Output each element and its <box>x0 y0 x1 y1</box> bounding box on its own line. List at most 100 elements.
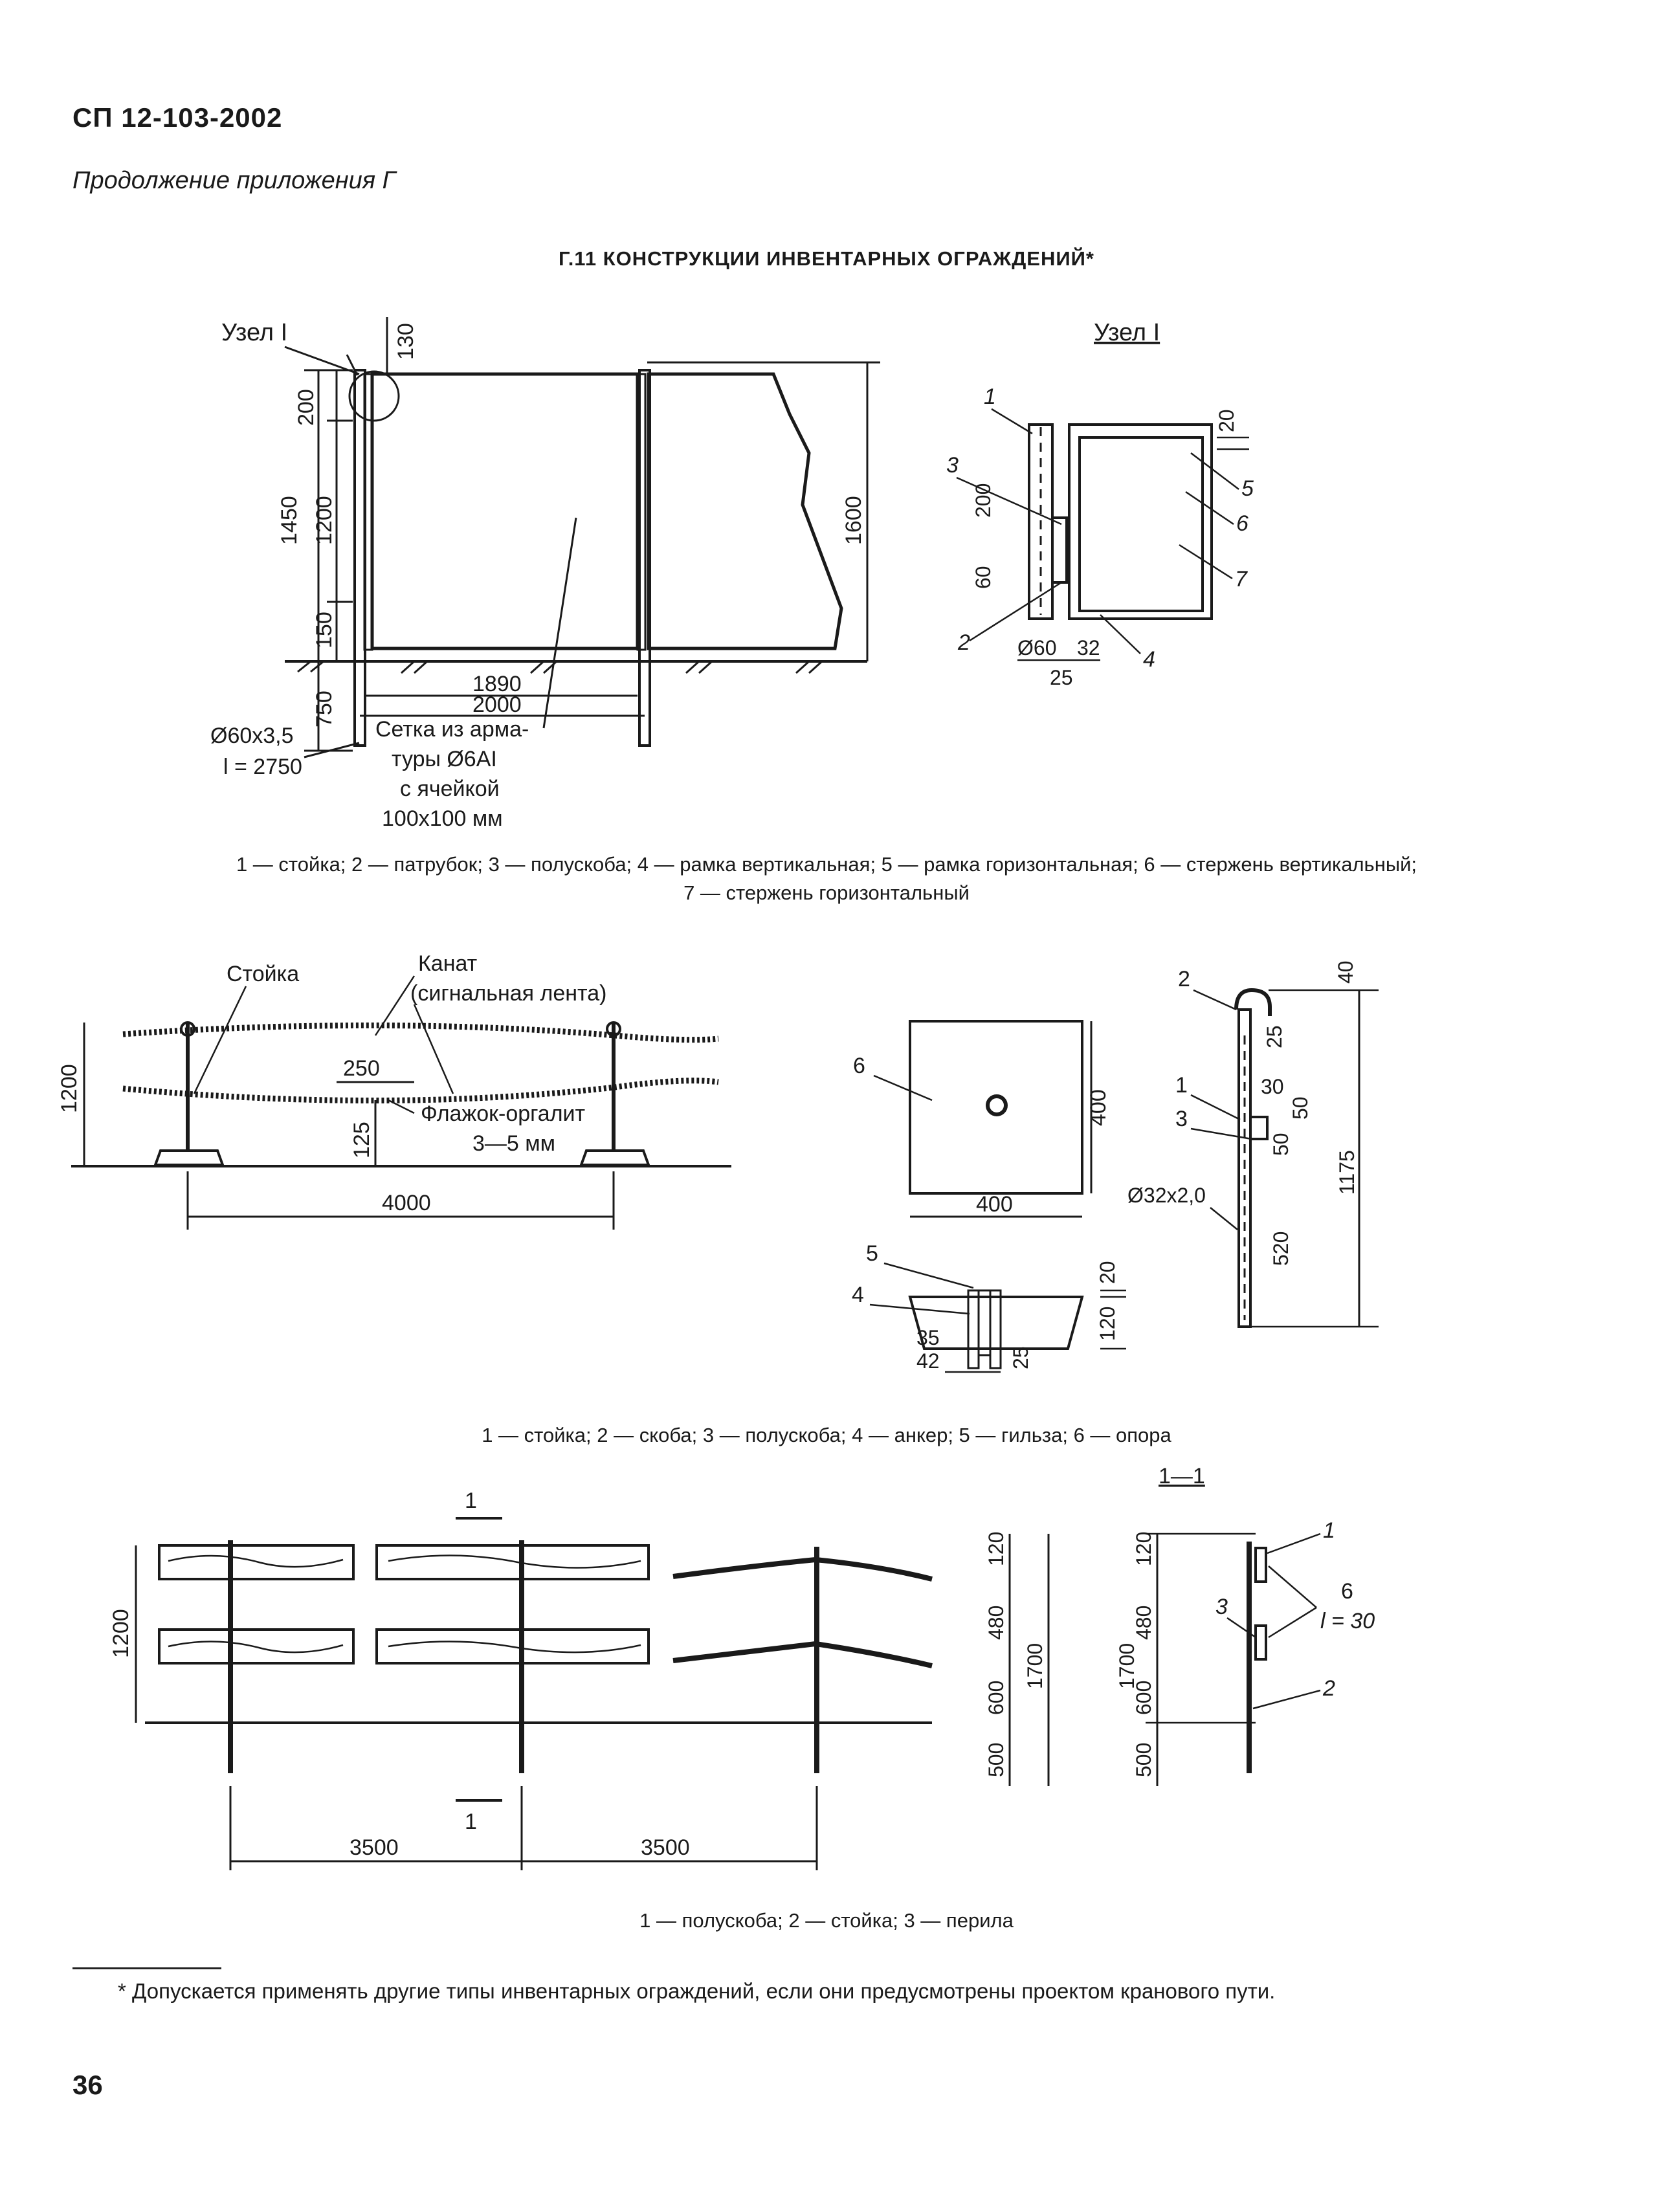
post-dim-30: 30 <box>1261 1075 1284 1098</box>
mesh-fence-elevation: Узел I 200 1450 1200 150 750 130 <box>210 317 880 831</box>
node-callout-6: 6 <box>1236 511 1248 536</box>
section-1-1: 1—1 120 480 600 500 1700 1 3 6 l = 30 2 <box>1115 1464 1375 1786</box>
post-dim-25: 25 <box>1263 1025 1286 1048</box>
support-plan: 6 400 400 <box>853 1020 1111 1218</box>
node-callout-2: 2 <box>957 630 970 655</box>
node-dim-25: 25 <box>1050 666 1073 689</box>
section-dim-42: 42 <box>916 1349 940 1373</box>
support-dim-400-h: 400 <box>976 1192 1013 1217</box>
node-callout-3: 3 <box>946 453 959 478</box>
flag-label-2: 3—5 мм <box>472 1131 555 1156</box>
section-dim-20: 20 <box>1096 1261 1119 1284</box>
post-callout-3: 3 <box>1175 1107 1188 1131</box>
sec-dim-500: 500 <box>1132 1743 1155 1777</box>
post-label: Стойка <box>227 962 299 986</box>
node-dim-diameter: Ø60 <box>1017 636 1056 659</box>
post-pipe-spec: Ø32х2,0 <box>1127 1184 1206 1207</box>
railing-dim-3500-b: 3500 <box>641 1835 690 1860</box>
mesh-note-1: Сетка из арма- <box>375 717 529 742</box>
railing-callout-1: 1 <box>1323 1518 1335 1543</box>
railing-callout-3: 3 <box>1215 1595 1228 1619</box>
dim-150: 150 <box>312 612 337 648</box>
pipe-spec: Ø60х3,5 <box>210 724 294 748</box>
rope-fence-elevation: Стойка Канат (сигнальная лента) Флажок-о… <box>57 951 731 1230</box>
support-dim-400-v: 400 <box>1086 1089 1111 1126</box>
dim-1890: 1890 <box>472 672 522 696</box>
railing-dim-1200: 1200 <box>109 1609 133 1658</box>
node-callout-7: 7 <box>1235 567 1248 592</box>
section-dim-35: 35 <box>916 1326 940 1349</box>
post-dim-520: 520 <box>1269 1232 1292 1266</box>
fig3-legend: 1 — полускоба; 2 — стойка; 3 — перила <box>639 1909 1014 1932</box>
section-title-1-1: 1—1 <box>1159 1464 1205 1488</box>
col-dim-500: 500 <box>984 1743 1008 1777</box>
dim-200: 200 <box>294 389 318 426</box>
post-callout-2: 2 <box>1178 967 1190 991</box>
sec-dim-1700: 1700 <box>1115 1643 1138 1689</box>
section-dim-25: 25 <box>1009 1346 1032 1369</box>
fig1-legend-line1: 1 — стойка; 2 — патрубок; 3 — полускоба;… <box>236 853 1417 876</box>
railing-dim-3500-a: 3500 <box>349 1835 399 1860</box>
node-dim-20: 20 <box>1215 409 1238 432</box>
node-title: Узел I <box>1094 319 1160 346</box>
post-detail: 2 1 3 40 25 30 50 50 1175 520 Ø32х2,0 <box>1127 960 1379 1328</box>
pipe-length: l = 2750 <box>223 755 302 779</box>
appendix-continuation: Продолжение приложения Г <box>72 167 396 194</box>
dim-1600: 1600 <box>841 496 866 545</box>
railing-elevation: 1 1 1200 3500 3500 <box>109 1488 933 1870</box>
sec-dim-600: 600 <box>1132 1681 1155 1715</box>
col-dim-1700: 1700 <box>1023 1643 1047 1689</box>
dim-1200: 1200 <box>312 496 337 545</box>
dim-130: 130 <box>394 323 418 360</box>
dim-1450: 1450 <box>277 496 302 545</box>
section-title: Г.11 КОНСТРУКЦИИ ИНВЕНТАРНЫХ ОГРАЖДЕНИЙ* <box>559 247 1094 270</box>
section-callout-5: 5 <box>866 1241 878 1266</box>
rope-label-1: Канат <box>418 951 477 976</box>
rope-label-2: (сигнальная лента) <box>410 981 606 1006</box>
node-dim-60: 60 <box>971 566 995 589</box>
footnote: * Допускается применять другие типы инве… <box>118 1979 1276 2003</box>
support-callout-6: 6 <box>853 1054 865 1078</box>
support-section: 5 4 20 120 35 25 42 <box>852 1241 1126 1373</box>
railing-dims-column: 120 480 600 500 1700 <box>984 1532 1050 1786</box>
node-I-detail: Узел I 1 3 2 4 5 6 7 20 200 60 Ø60 32 25 <box>946 319 1254 689</box>
page-number: 36 <box>72 2070 103 2100</box>
fig1-legend-line2: 7 — стержень горизонтальный <box>683 881 970 904</box>
node-callout-1: 1 <box>984 384 996 409</box>
dim-750: 750 <box>312 691 337 727</box>
node-callout-5: 5 <box>1241 476 1254 501</box>
col-dim-480: 480 <box>984 1606 1008 1640</box>
flag-label-1: Флажок-оргалит <box>421 1101 585 1126</box>
rope-dim-4000: 4000 <box>382 1191 431 1215</box>
post-dim-50-b: 50 <box>1289 1096 1312 1120</box>
sec-dim-120: 120 <box>1132 1532 1155 1566</box>
section-callout-4: 4 <box>852 1283 864 1307</box>
node-dim-200: 200 <box>971 483 995 518</box>
post-callout-1: 1 <box>1175 1073 1188 1098</box>
rope-dim-250: 250 <box>343 1056 380 1081</box>
rope-dim-125: 125 <box>349 1122 374 1158</box>
sec-dim-480: 480 <box>1132 1606 1155 1640</box>
mesh-note-4: 100х100 мм <box>382 806 503 831</box>
col-dim-600: 600 <box>984 1681 1008 1715</box>
rope-dim-1200: 1200 <box>57 1064 82 1113</box>
fig2-legend: 1 — стойка; 2 — скоба; 3 — полускоба; 4 … <box>482 1424 1171 1446</box>
section-dim-120: 120 <box>1096 1307 1119 1341</box>
mesh-note-3: с ячейкой <box>400 777 500 801</box>
railing-callout-2: 2 <box>1322 1676 1335 1701</box>
section-mark-bottom: 1 <box>465 1809 477 1834</box>
document-code: СП 12-103-2002 <box>72 102 283 133</box>
post-dim-40: 40 <box>1334 960 1357 984</box>
railing-callout-6: 6 <box>1341 1579 1353 1604</box>
section-mark-top: 1 <box>465 1488 477 1513</box>
dim-2000: 2000 <box>472 692 522 717</box>
node-callout-4: 4 <box>1143 647 1155 672</box>
node-dim-32: 32 <box>1077 636 1100 659</box>
post-dim-1175: 1175 <box>1335 1150 1359 1195</box>
mesh-note-2: туры Ø6АI <box>392 747 497 771</box>
col-dim-120: 120 <box>984 1532 1008 1566</box>
footnote-separator <box>72 1967 221 1969</box>
railing-callout-length: l = 30 <box>1320 1609 1375 1633</box>
node-label: Узел I <box>221 319 287 346</box>
